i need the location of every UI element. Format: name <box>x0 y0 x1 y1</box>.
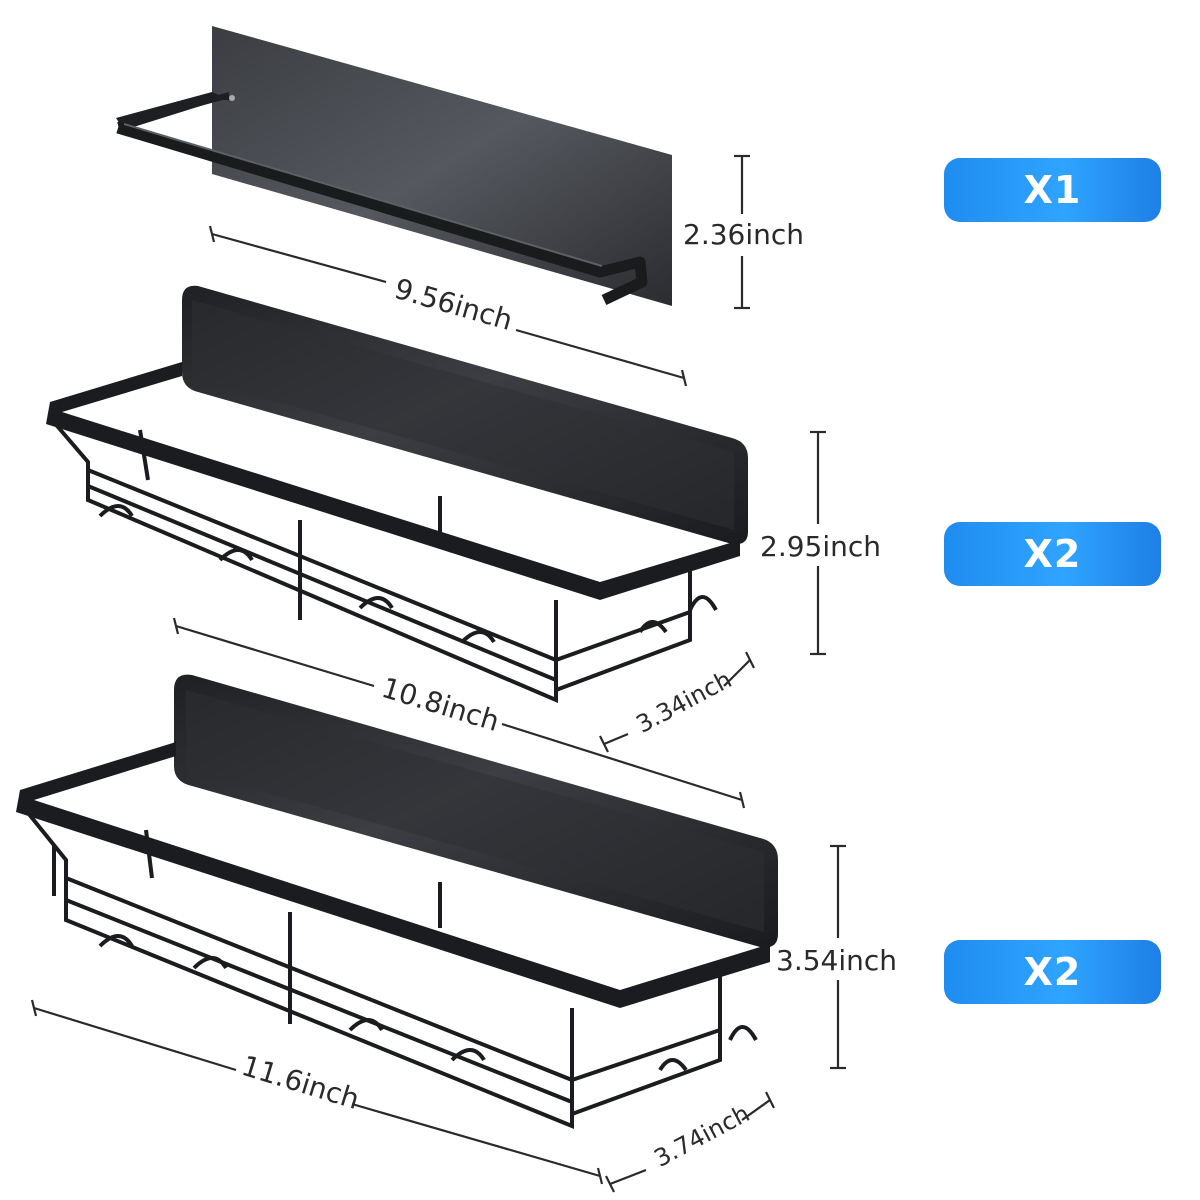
dimension-lines <box>30 154 846 1193</box>
shower-caddy-small-image <box>46 285 748 704</box>
holder-height-label: 2.36inch <box>683 218 805 251</box>
quantity-badge-holder: X1 <box>944 158 1161 222</box>
paper-towel-holder-image <box>116 26 672 306</box>
quantity-badge-small-caddy: X2 <box>944 522 1161 586</box>
large-caddy-height-label: 3.54inch <box>776 944 898 977</box>
shower-caddy-large-image <box>16 674 778 1129</box>
small-caddy-height-label: 2.95inch <box>760 530 882 563</box>
quantity-badge-large-caddy: X2 <box>944 940 1161 1004</box>
